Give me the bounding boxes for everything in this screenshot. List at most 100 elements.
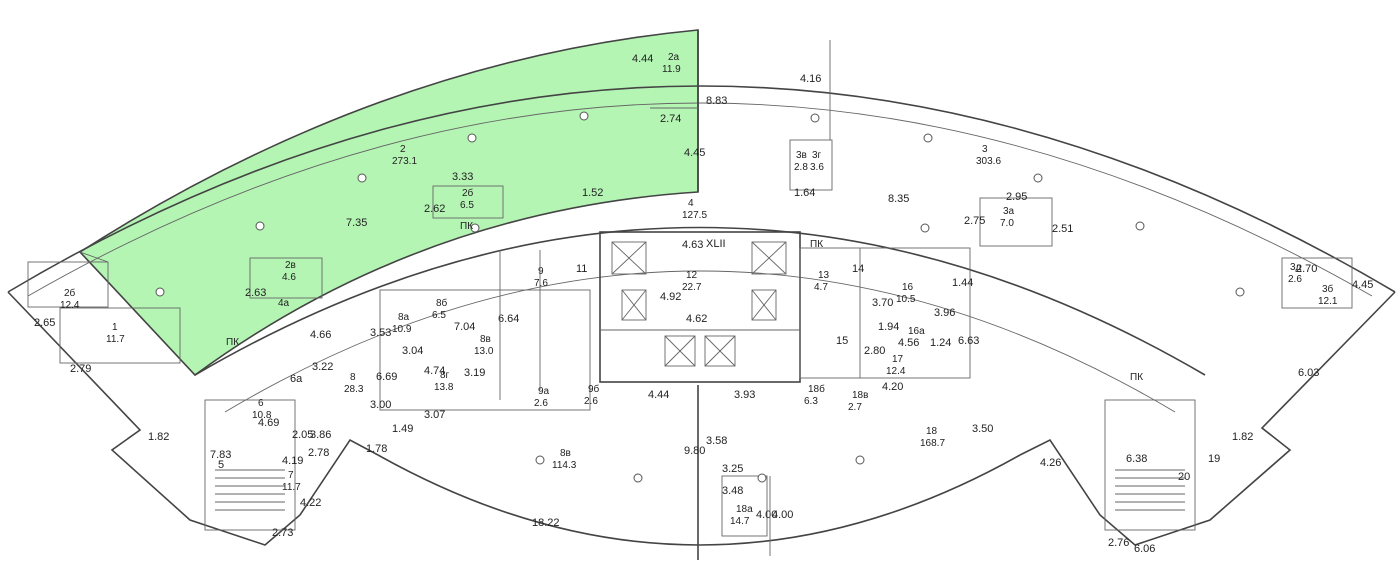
dimension: 3.04 <box>402 345 423 357</box>
dimension: 3.50 <box>972 423 993 435</box>
dimension: 4.62 <box>686 313 707 325</box>
label: 20 <box>1178 471 1190 483</box>
dimension: 2.78 <box>308 447 329 459</box>
dimension: 1.82 <box>148 431 169 443</box>
room-area: 4.6 <box>282 272 296 283</box>
label: 5 <box>218 459 224 471</box>
room-area: 6.5 <box>460 200 474 211</box>
room-area: 11.7 <box>106 334 125 345</box>
outer-wall <box>7 85 1396 293</box>
room-area: 13.8 <box>434 382 454 393</box>
dimension: 2.65 <box>34 317 55 329</box>
room-number: 3 <box>982 144 988 155</box>
dimension: 4.92 <box>660 291 681 303</box>
room-18a <box>721 475 768 537</box>
dimension: 4.44 <box>648 389 669 401</box>
dimension: 3.48 <box>722 485 743 497</box>
lower-arc <box>377 454 1021 546</box>
stair-treads-left <box>215 469 285 511</box>
dimension: 2.51 <box>1052 223 1073 235</box>
left-wing <box>7 291 379 546</box>
room-area: 3.6 <box>810 162 824 173</box>
room-area: 13.0 <box>474 346 494 357</box>
dimension: 2.75 <box>964 215 985 227</box>
room-number: 8б <box>436 297 448 309</box>
room-number: 3г <box>812 150 822 161</box>
room-area: 28.3 <box>344 384 364 395</box>
partitions <box>79 40 861 556</box>
room-number: 9a <box>538 386 550 397</box>
room-area: 2.6 <box>1288 274 1302 285</box>
room-area: 6.3 <box>804 396 818 407</box>
room-number: 8a <box>398 312 410 323</box>
room-area: 10.9 <box>392 324 412 335</box>
dimension: 2.74 <box>660 113 681 125</box>
dimension: 2.63 <box>245 287 266 299</box>
core-block <box>599 231 801 383</box>
room-number: 2б <box>64 287 76 299</box>
room-number: 16 <box>902 282 914 293</box>
room-number: 18а <box>736 504 753 515</box>
room-area: 12.4 <box>60 300 80 311</box>
room-2v <box>249 257 323 299</box>
elevator-4 <box>751 289 777 321</box>
dimension: 2.79 <box>70 363 91 375</box>
dimension: 4.00 <box>756 509 777 521</box>
room-number: 3д <box>1290 262 1302 273</box>
room-area: 2.8 <box>794 162 808 173</box>
room-area: 14.7 <box>730 516 750 527</box>
label: 6a <box>290 373 303 385</box>
label: ПК <box>226 337 239 348</box>
room-2b <box>432 185 504 219</box>
dimension: 4.44 <box>632 53 653 65</box>
dimension: 6.64 <box>498 313 519 325</box>
room-area: 127.5 <box>682 210 707 221</box>
room-number: 8 <box>350 372 356 383</box>
room-area: 2.6 <box>584 396 598 407</box>
elevator-3 <box>621 289 647 321</box>
room-area: 7.6 <box>534 278 548 289</box>
dimension: 3.22 <box>312 361 333 373</box>
dimension: 3.86 <box>310 429 331 441</box>
room-number: 12 <box>686 270 698 281</box>
room-number: 9 <box>538 266 544 277</box>
room-number: 8г <box>440 370 450 381</box>
dimension: 4.26 <box>1040 457 1061 469</box>
room-number: 4 <box>688 198 694 209</box>
room-area: 22.7 <box>682 282 702 293</box>
room-area: 273.1 <box>392 156 417 167</box>
dimension: 1.52 <box>582 187 603 199</box>
dimension: 6.38 <box>1126 453 1147 465</box>
room-3b <box>1281 257 1353 309</box>
room-number: 18 <box>926 426 938 437</box>
room-area: 303.6 <box>976 156 1001 167</box>
dimension: 4.16 <box>800 73 821 85</box>
dimension: 4.66 <box>310 329 331 341</box>
room-3a <box>979 197 1053 247</box>
room-number: 9б <box>588 383 600 395</box>
room-number: 6 <box>258 398 264 409</box>
room-2b-left <box>27 261 109 308</box>
room-number: 2 <box>400 144 406 155</box>
label: 11 <box>576 263 587 275</box>
room-labels: 2 273.1 2a 11.9 2б 6.5 2в 4.6 3 303.6 3a… <box>60 52 1338 527</box>
dimension: 6.03 <box>1298 367 1319 379</box>
label: 16a <box>908 326 925 337</box>
dimension: 3.70 <box>872 297 893 309</box>
dimension: 3.07 <box>424 409 445 421</box>
dimension: 1.44 <box>952 277 973 289</box>
room-number: 3в <box>796 150 807 161</box>
dimension: 2.62 <box>424 203 445 215</box>
dimension: 3.33 <box>452 171 473 183</box>
room-1 <box>59 307 181 364</box>
dimension: 1.24 <box>930 337 951 349</box>
elevator-1 <box>611 241 647 275</box>
room-number: 1 <box>112 322 118 333</box>
highlighted-zone[interactable] <box>78 29 699 377</box>
dimension: 18.22 <box>532 517 560 529</box>
room-number: 3a <box>1003 206 1015 217</box>
room-number: 2б <box>462 187 474 199</box>
elevator-6 <box>704 335 736 367</box>
dimension: 4.00 <box>772 509 793 521</box>
